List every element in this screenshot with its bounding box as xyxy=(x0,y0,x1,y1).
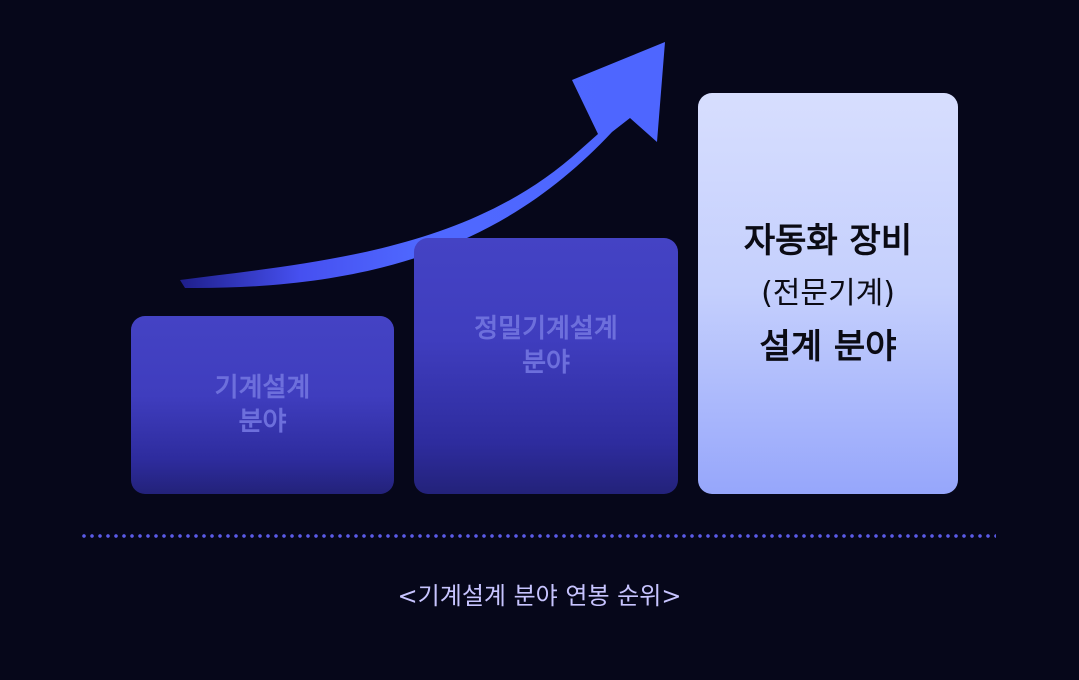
step-label: 자동화 장비 xyxy=(743,220,913,261)
caption: <기계설계 분야 연봉 순위> xyxy=(397,582,682,610)
step-precision-mechanical-design: 정밀기계설계 분야 xyxy=(414,238,678,494)
step-label-paren: (전문기계) xyxy=(761,275,895,311)
step-label-sub: 설계 분야 xyxy=(759,326,897,367)
step-label: 정밀기계설계 xyxy=(474,314,618,344)
step-automation-equipment-design: 자동화 장비 (전문기계) 설계 분야 xyxy=(698,93,958,494)
dotted-divider xyxy=(80,534,996,538)
step-label-sub: 분야 xyxy=(238,407,287,437)
step-label: 기계설계 xyxy=(214,373,311,403)
step-label-sub: 분야 xyxy=(522,348,570,378)
step-mechanical-design: 기계설계 분야 xyxy=(131,316,394,494)
